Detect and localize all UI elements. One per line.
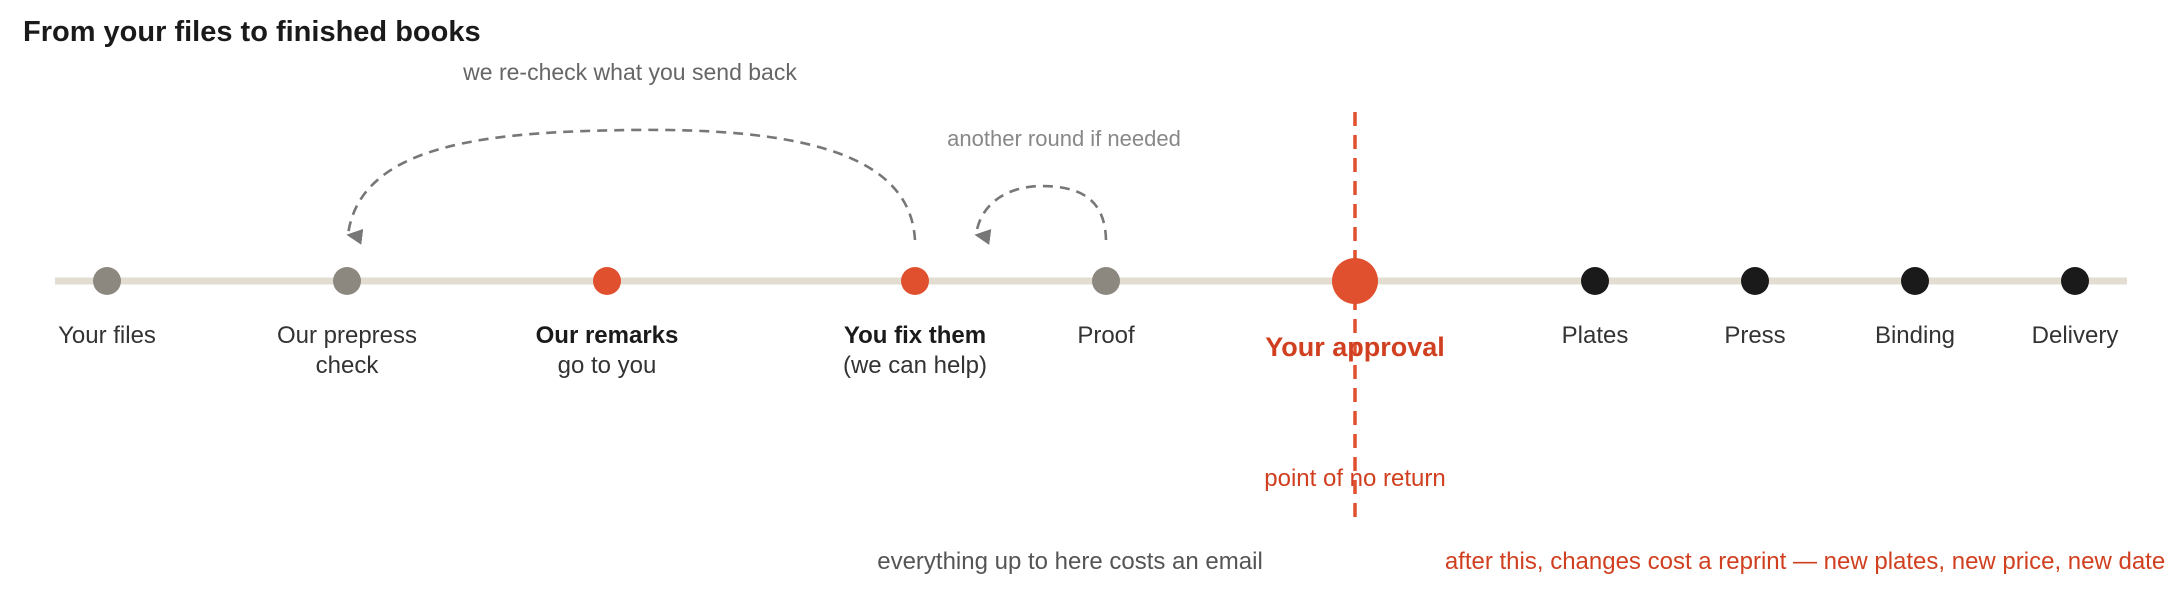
stage-dot xyxy=(2061,267,2089,295)
stage-dot xyxy=(1901,267,1929,295)
stage-label: Plates xyxy=(1465,321,1725,351)
after-approval-note: after this, changes cost a reprint — new… xyxy=(1444,548,2166,575)
stage-dot xyxy=(1092,267,1120,295)
point-of-no-return-label: point of no return xyxy=(1264,465,1446,492)
stage-label-text: Your files xyxy=(58,322,156,349)
stage-label: Press xyxy=(1625,321,1885,351)
stage-label-text: Proof xyxy=(1077,322,1135,349)
stage-label: You fix them (we can help) xyxy=(785,321,1045,381)
before-approval-note: everything up to here costs an email xyxy=(877,548,1263,575)
recheck-annotation: we re-check what you send back xyxy=(463,59,797,85)
stage-dot xyxy=(901,267,929,295)
stage-dot xyxy=(1581,267,1609,295)
stage-label-text: Press xyxy=(1724,322,1786,349)
stage-label: Your files xyxy=(0,321,237,351)
stage-label: Our remarks go to you xyxy=(477,321,737,381)
stage-label: Our prepress check xyxy=(217,321,477,381)
stage-dot xyxy=(93,267,121,295)
stage-label: Your approval xyxy=(1225,332,1485,362)
stage-label: Delivery xyxy=(1945,321,2173,351)
stage-dot xyxy=(333,267,361,295)
stage-dot xyxy=(1332,258,1378,304)
another-round-annotation: another round if needed xyxy=(947,126,1181,151)
another-round-loop-arrow xyxy=(974,184,1108,245)
recheck-loop-arrow xyxy=(346,128,917,245)
stage-label-text: Delivery xyxy=(2031,322,2119,349)
stage-label-strong: You fix them xyxy=(843,322,987,349)
stage-label: Binding xyxy=(1785,321,2045,351)
stage-label-text: Binding xyxy=(1874,322,1956,349)
stage-label-strong: Our remarks xyxy=(535,322,679,349)
stage-label: Proof xyxy=(976,321,1236,351)
stage-label-text: (we can help) xyxy=(842,352,988,379)
stage-dot xyxy=(593,267,621,295)
diagram-title: From your files to finished books xyxy=(23,16,481,48)
stage-label-strong: Your approval xyxy=(1265,332,1445,362)
stage-label-text: Plates xyxy=(1561,322,1629,349)
stage-label-text: Our prepress check xyxy=(276,322,418,379)
stage-dot xyxy=(1741,267,1769,295)
stage-label-text: go to you xyxy=(557,352,657,379)
